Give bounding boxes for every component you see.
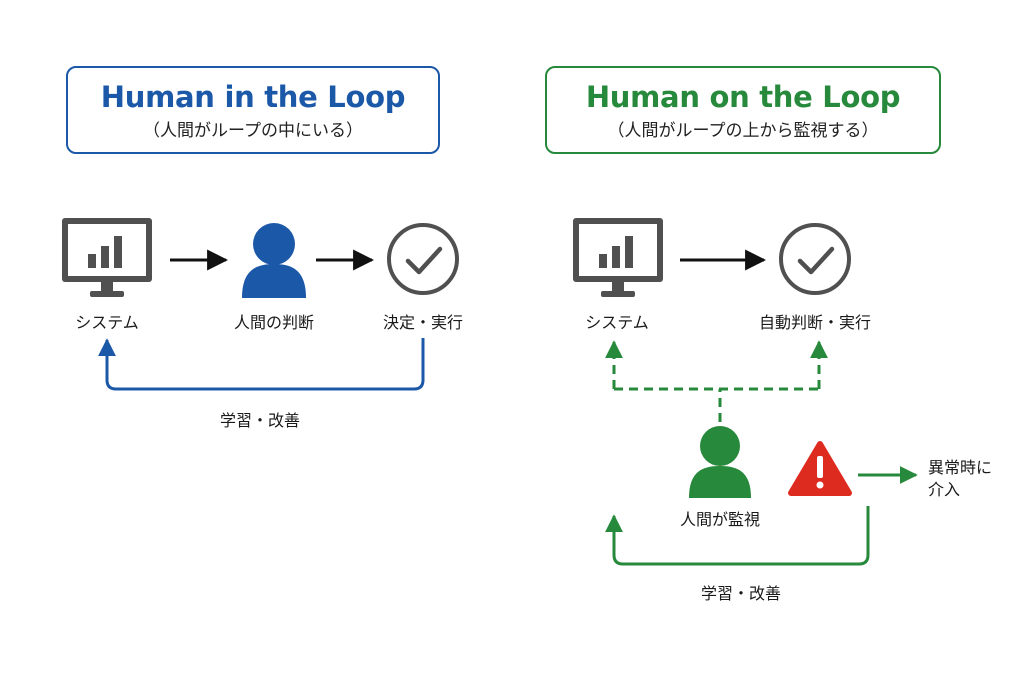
- hitl-decision-label: 決定・実行: [382, 313, 464, 332]
- hitl-system-label: システム: [75, 313, 139, 332]
- hotl-intervene-label: 異常時に 介入: [928, 458, 993, 499]
- hotl-title: Human on the Loop: [585, 80, 901, 114]
- hotl-human-label: 人間が監視: [679, 510, 761, 529]
- warning-triangle-icon: [788, 441, 852, 496]
- hotl-subtitle: （人間がループの上から監視する）: [607, 121, 879, 141]
- hitl-title: Human in the Loop: [100, 80, 406, 114]
- hitl-title-box: Human in the Loop （人間がループの中にいる）: [66, 66, 440, 154]
- monitoring-dashed-arrows: [605, 340, 828, 422]
- check-circle-icon: [387, 223, 459, 295]
- feedback-loop-arrow: [605, 506, 870, 566]
- hotl-feedback-label: 学習・改善: [700, 584, 782, 603]
- monitor-chart-icon: [62, 218, 152, 297]
- hotl-auto-label: 自動判断・実行: [758, 313, 872, 332]
- hotl-title-box: Human on the Loop （人間がループの上から監視する）: [545, 66, 941, 154]
- person-icon: [242, 223, 306, 298]
- person-icon: [689, 426, 751, 498]
- hitl-human-label: 人間の判断: [233, 313, 315, 332]
- hitl-subtitle: （人間がループの中にいる）: [143, 121, 363, 141]
- hitl-feedback-label: 学習・改善: [219, 411, 301, 430]
- check-circle-icon: [779, 223, 851, 295]
- monitor-chart-icon: [573, 218, 663, 297]
- hotl-system-label: システム: [585, 313, 649, 332]
- feedback-loop-arrow: [98, 338, 425, 391]
